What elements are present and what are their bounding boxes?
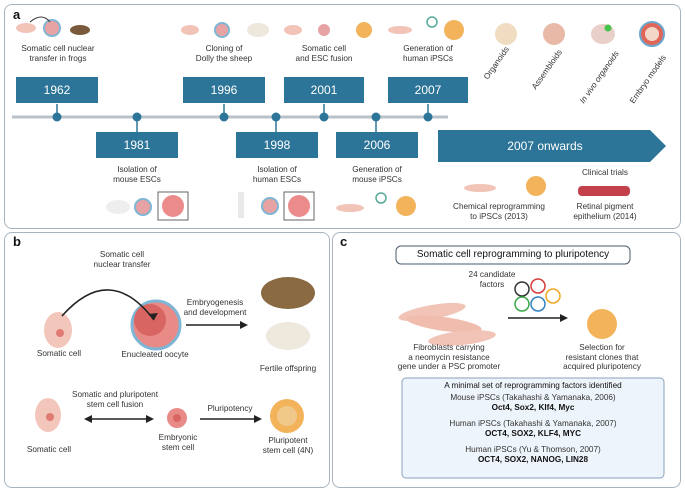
human-ipsc-illustration	[388, 16, 464, 40]
year-1998-box: 1998	[236, 132, 318, 158]
timeline-dots	[52, 112, 433, 122]
year-2006-box: 2006	[336, 132, 418, 158]
in-vivo-organoid-icon	[591, 24, 615, 44]
panel-c-label: c	[340, 234, 348, 249]
factor-rings	[514, 278, 561, 312]
dot-1998	[271, 112, 281, 122]
fertile-offspring-label: Fertile offspring	[259, 364, 317, 373]
onwards-arrow	[438, 130, 666, 162]
title-box	[395, 245, 631, 265]
panel-b	[4, 232, 330, 488]
chemical-illustration	[464, 176, 546, 196]
assembloid-icon	[543, 23, 565, 45]
human-esc-illustration	[238, 191, 315, 221]
pluripotency-label: Pluripotency	[207, 404, 253, 413]
dot-2007	[423, 112, 433, 122]
enucleated-oocyte-label: Enucleated oocyte	[121, 350, 189, 359]
somatic-cell-label: Somatic cell	[36, 349, 82, 358]
dot-2006	[371, 112, 381, 122]
frog-scnt-illustration	[16, 16, 90, 37]
year-2001-box: 2001	[284, 77, 364, 103]
frog-icon	[261, 277, 315, 309]
year-1996-box: 1996	[183, 77, 265, 103]
dolly-illustration	[181, 22, 269, 38]
year-1981-box: 1981	[96, 132, 178, 158]
factors-entry: Mouse iPSCs (Takahashi & Yamanaka, 2006)…	[450, 393, 616, 412]
year-1962-box: 1962	[16, 77, 98, 103]
organoid-icon	[495, 23, 517, 45]
factors-entry: Human iPSCs (Takahashi & Yamanaka, 2007)…	[449, 419, 617, 438]
scnt-arrow	[61, 289, 155, 321]
minimal-factors-title: A minimal set of reprogramming factors i…	[444, 381, 622, 390]
dot-2001	[319, 112, 329, 122]
factors-entry: Human iPSCs (Yu & Thomson, 2007) OCT4, S…	[465, 445, 601, 464]
panel-b-label: b	[13, 234, 21, 249]
dot-1981	[132, 112, 142, 122]
dot-1996	[219, 112, 229, 122]
onwards-label: 2007 onwards	[507, 139, 583, 153]
model-icons	[495, 21, 665, 47]
rpe-illustration	[578, 186, 630, 196]
dot-1962	[52, 112, 62, 122]
fusion-illustration	[284, 22, 372, 38]
clinical-title: Clinical trials	[582, 168, 628, 177]
resistant-clone-icon	[587, 309, 617, 339]
sheep-icon	[266, 322, 310, 350]
minimal-factors-box	[401, 377, 665, 479]
mouse-ipsc-illustration	[336, 192, 416, 216]
somatic-cell-label-2: Somatic cell	[26, 445, 72, 454]
year-2007-box: 2007	[388, 77, 468, 103]
panel-c-title: Somatic cell reprogramming to pluripoten…	[416, 249, 610, 260]
mouse-esc-illustration	[106, 191, 189, 221]
panel-a-label: a	[13, 7, 21, 22]
fibroblast-cluster	[398, 302, 496, 346]
